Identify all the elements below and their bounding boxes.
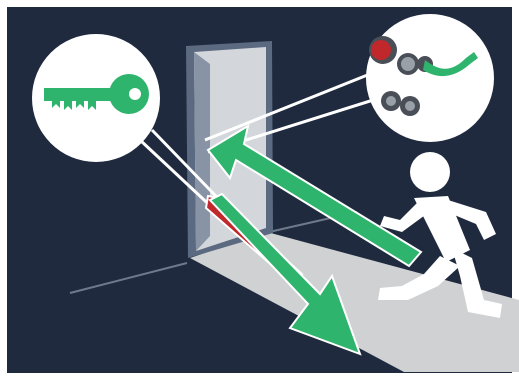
door-panel — [194, 52, 210, 251]
emergency-button-icon — [369, 36, 397, 64]
handle-callout — [366, 14, 494, 142]
